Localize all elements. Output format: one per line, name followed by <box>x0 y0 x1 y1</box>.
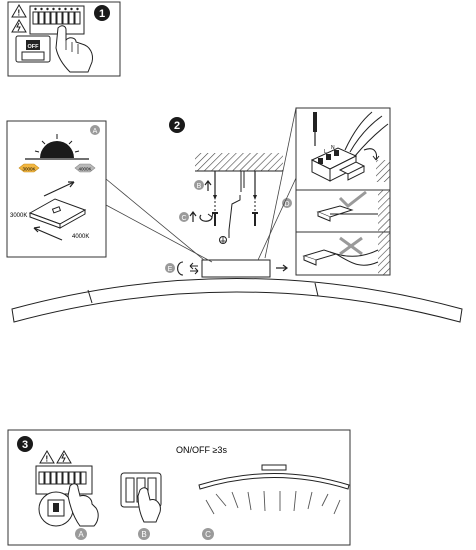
step2-section: 2 A 3000K <box>6 107 463 323</box>
warning-triangle-icon: ! <box>11 4 27 18</box>
badge-b <box>194 180 204 190</box>
hand-icon <box>67 483 99 527</box>
up-arrow-icon <box>204 180 212 191</box>
screwdriver-icon <box>313 112 317 146</box>
lamp-body <box>11 278 463 323</box>
step3-badge-b <box>138 528 150 540</box>
step1-panel: ! OFF <box>7 1 121 77</box>
lamp-glow-icon <box>198 464 350 515</box>
lightning-triangle-icon <box>56 450 72 464</box>
step3-badge-a-label: A <box>78 530 84 539</box>
badge-c-label: C <box>181 215 186 222</box>
step3-number-badge <box>17 436 33 452</box>
svg-text:!: ! <box>46 455 49 464</box>
screw-icon <box>252 212 258 226</box>
chip-warm: 3000K <box>18 163 40 173</box>
arrow-to-3000k <box>33 227 63 241</box>
breaker-panel-icon <box>35 465 93 495</box>
step1-number: 1 <box>99 8 105 20</box>
screw-icon <box>253 171 257 200</box>
step3-badge-b-label: B <box>141 530 146 539</box>
incorrect-mount-icon <box>302 232 390 275</box>
up-arrow-icon <box>189 211 197 222</box>
wiring-panel: L N <box>295 107 391 276</box>
screw-icon <box>212 212 218 226</box>
sun-icon <box>25 134 89 160</box>
badge-e-label: E <box>168 266 173 273</box>
panel-a-badge-label: A <box>93 128 98 135</box>
badge-d-label: D <box>284 201 289 208</box>
ceiling-mount <box>195 153 283 244</box>
arrow-to-4000k <box>43 181 75 197</box>
warning-triangle-icon: ! <box>39 450 55 464</box>
callout-lines <box>105 107 297 263</box>
rotate-icon <box>177 261 184 276</box>
slide-arrows-icon <box>189 262 199 275</box>
step3-number: 3 <box>22 439 28 451</box>
badge-c <box>179 212 189 222</box>
off-switch-icon: OFF <box>15 35 51 63</box>
step1-number-badge <box>94 5 110 21</box>
checkmark-icon <box>338 190 367 208</box>
label-3000k: 3000K <box>10 213 27 219</box>
lightning-triangle-icon <box>11 19 27 33</box>
rotate-icon <box>199 214 213 222</box>
hand-icon <box>137 487 161 523</box>
mounting-plate <box>201 259 271 278</box>
cct-panel: A 3000K 4000K <box>6 120 107 258</box>
terminal-n-label: N <box>331 145 335 151</box>
svg-text:OFF: OFF <box>28 44 40 50</box>
right-arrow-icon <box>276 264 288 272</box>
cct-switch-box <box>28 198 87 229</box>
label-4000k: 4000K <box>72 234 89 240</box>
step2-number-badge <box>169 117 185 133</box>
step2-number: 2 <box>174 120 180 132</box>
step3-badge-c <box>202 528 214 540</box>
badge-b-label: B <box>197 183 202 190</box>
on-off-caption: ON/OFF ≥3s <box>176 445 227 455</box>
correct-mount-icon <box>316 190 390 232</box>
terminal-block-icon: L N <box>310 145 358 182</box>
panel-a-badge <box>90 125 100 135</box>
terminal-l-label: L <box>324 149 327 155</box>
chip-cool: 4000K <box>74 163 96 173</box>
step3-badge-c-label: C <box>205 530 211 539</box>
curved-arrow-icon <box>363 148 377 161</box>
step3-panel: 3 ON/OFF ≥3s ! <box>7 429 351 546</box>
badge-e <box>165 263 175 273</box>
step3-badge-a <box>75 528 87 540</box>
svg-text:4000K: 4000K <box>78 167 91 172</box>
svg-text:3000K: 3000K <box>22 167 35 172</box>
screw-icon <box>213 171 217 200</box>
wiring-panel-frame <box>295 107 391 276</box>
hand-icon <box>55 25 93 73</box>
connector-icon <box>338 161 366 181</box>
svg-text:!: ! <box>18 9 21 18</box>
breaker-panel-icon <box>29 5 85 35</box>
badge-d <box>282 198 292 208</box>
cross-icon <box>339 236 363 256</box>
